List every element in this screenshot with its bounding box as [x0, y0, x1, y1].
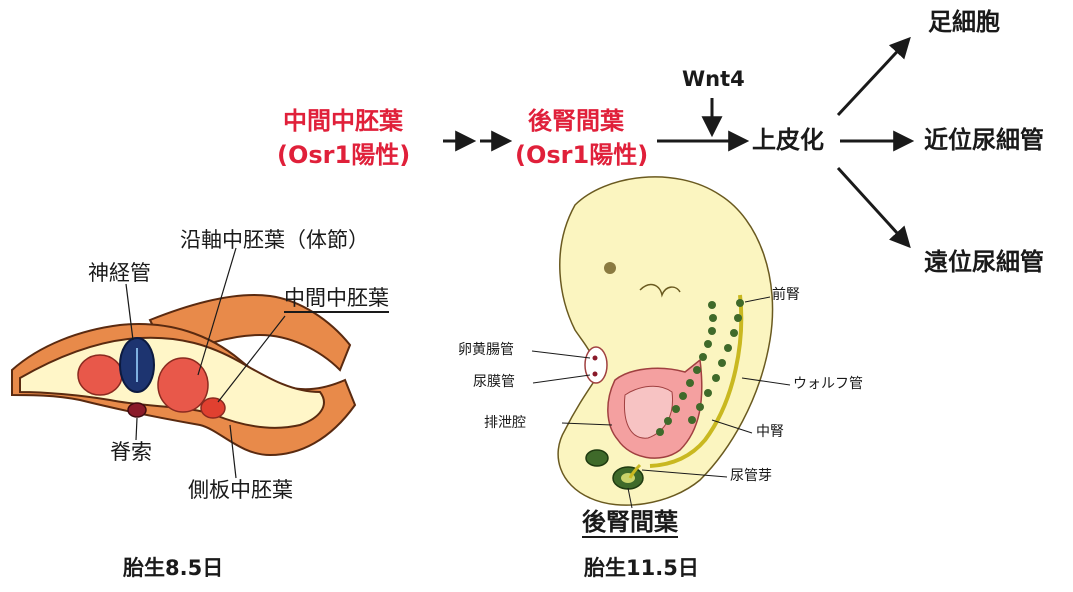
- label-vitelline-duct: 卵黄腸管: [458, 343, 514, 357]
- somite-left: [78, 355, 122, 395]
- label-intermediate-mesoderm-section: 中間中胚葉: [284, 288, 389, 313]
- intermediate-mesoderm-blob: [201, 398, 225, 418]
- label-metanephric-mesenchyme-pathway: 後腎間葉: [528, 109, 624, 133]
- label-epithelialization: 上皮化: [752, 128, 824, 152]
- branch-arrow-up: [838, 40, 908, 115]
- label-distal-tubule: 遠位尿細管: [924, 250, 1044, 274]
- notochord-shape: [128, 403, 146, 417]
- embryo-illustration: [532, 177, 790, 508]
- label-metanephric-mesenchyme-embryo: 後腎間葉: [582, 510, 678, 538]
- label-wolffian-duct: ウォルフ管: [793, 377, 863, 391]
- label-pronephros: 前腎: [772, 288, 800, 302]
- label-wnt4: Wnt4: [682, 69, 745, 90]
- label-proximal-tubule: 近位尿細管: [924, 128, 1044, 152]
- label-stage-e11-5: 胎生11.5日: [584, 558, 699, 579]
- branch-arrow-down: [838, 168, 908, 245]
- label-paraxial-mesoderm: 沿軸中胚葉（体節）: [180, 230, 369, 251]
- label-ureteric-bud: 尿管芽: [730, 469, 772, 483]
- label-osr1-positive-2: (Osr1陽性): [515, 143, 648, 167]
- label-lateral-plate-mesoderm: 側板中胚葉: [188, 480, 293, 501]
- label-intermediate-mesoderm: 中間中胚葉: [283, 109, 403, 133]
- label-osr1-positive-1: (Osr1陽性): [277, 143, 410, 167]
- label-cloaca: 排泄腔: [484, 416, 526, 430]
- label-neural-tube: 神経管: [88, 263, 151, 284]
- label-podocyte: 足細胞: [928, 10, 1000, 34]
- label-mesonephros: 中腎: [756, 425, 784, 439]
- cross-section-illustration: [12, 248, 355, 478]
- label-stage-e8-5: 胎生8.5日: [123, 558, 223, 579]
- label-allantois: 尿膜管: [473, 375, 515, 389]
- label-notochord: 脊索: [110, 442, 152, 463]
